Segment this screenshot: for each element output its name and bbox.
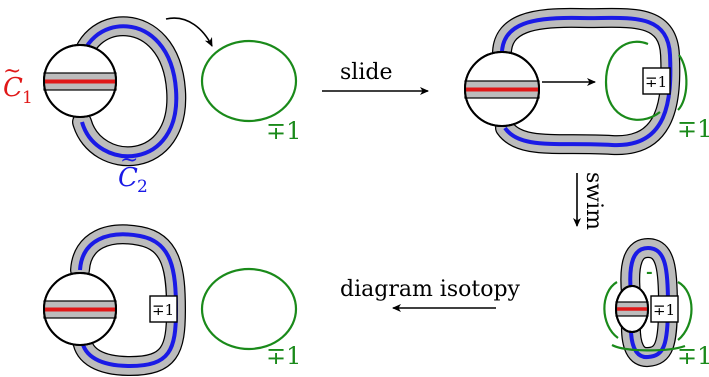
swim-label: swim [581,172,606,230]
dash-label: - [646,262,653,281]
swim-step: swim [573,172,606,230]
slide-step: slide [322,60,429,95]
svg-text:2: 2 [137,177,148,197]
svg-text:~: ~ [3,59,21,84]
twist-box [650,295,679,323]
unknot [200,267,298,351]
svg-text:C: C [118,163,138,193]
label-c1: ~ C 1 [3,59,33,108]
svg-text:~: ~ [120,148,138,173]
isotopy-step: diagram isotopy [340,277,521,312]
framing-label: ∓1 [266,117,301,145]
panel-initial: ~ C 1 ~ C 2 ∓1 [3,16,301,197]
framing-label: ∓1 [677,342,709,370]
svg-text:C: C [3,73,23,103]
label-c2: ~ C 2 [118,148,148,197]
slide-label: slide [340,60,392,85]
isotopy-label: diagram isotopy [340,277,521,302]
unknot [603,281,619,339]
unknot [604,40,661,121]
curve-c2 [499,15,673,148]
curve-c2 [78,24,179,159]
twist-box [149,295,178,323]
panel-after-swim: - ∓1 ∓1 [603,237,709,370]
svg-text:1: 1 [22,88,33,108]
twist-box-label: ∓1 [152,301,174,319]
twist-box-label: ∓1 [653,301,675,319]
framing-label: ∓1 [677,115,709,143]
twist-box [642,67,671,95]
unknot [200,39,298,123]
curved-arrow [165,17,213,47]
framing-label: ∓1 [266,342,301,370]
panel-final: ∓1 ∓1 [43,224,301,377]
twist-box-label: ∓1 [645,73,667,91]
panel-after-slide: ∓1 ∓1 [464,7,709,156]
